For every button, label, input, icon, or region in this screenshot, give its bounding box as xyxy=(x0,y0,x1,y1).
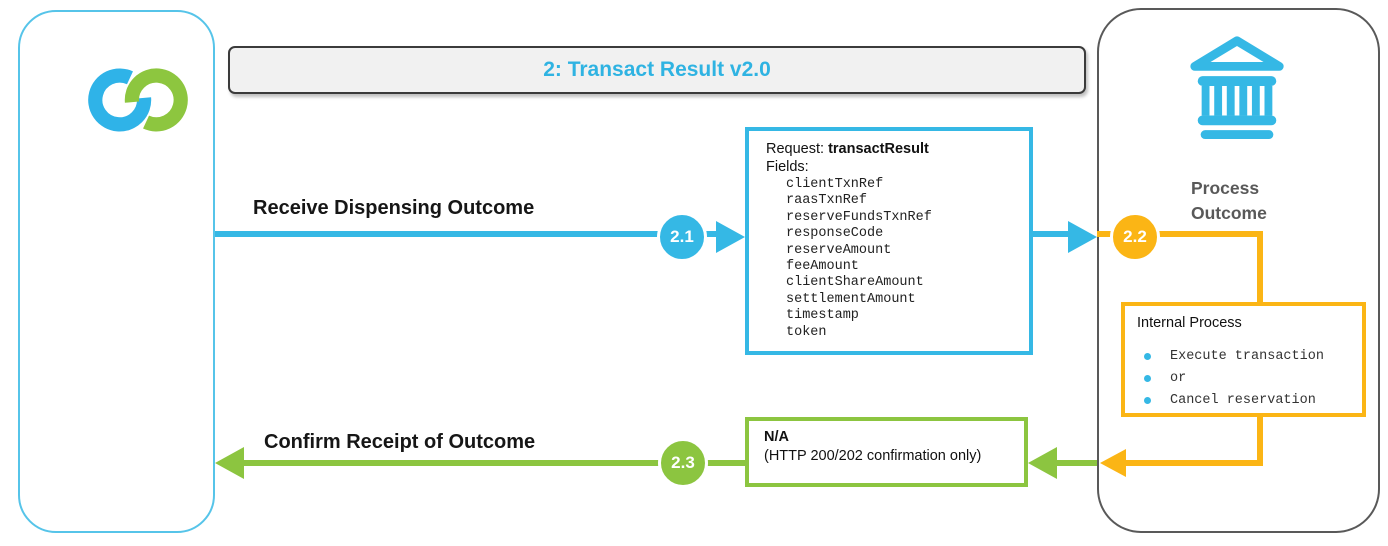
step-badge-2-3: 2.3 xyxy=(658,438,708,488)
fields-list: clientTxnRef raasTxnRef reserveFundsTxnR… xyxy=(766,177,1019,341)
internal-process-box: Internal Process Execute transaction or … xyxy=(1121,302,1366,417)
list-item: Cancel reservation xyxy=(1137,389,1362,411)
bullet-icon xyxy=(1144,396,1151,404)
list-item: or xyxy=(1137,367,1362,389)
request-to-bank-line xyxy=(1033,231,1071,237)
flow-title-banner: 2: Transact Result v2.0 xyxy=(228,46,1086,94)
flow-title: 2: Transact Result v2.0 xyxy=(543,58,771,81)
interlocked-rings-logo-icon xyxy=(88,68,188,132)
process-outcome-line-h1 xyxy=(1097,231,1263,237)
request-title-prefix: Request: xyxy=(766,141,829,157)
receive-outcome-line xyxy=(215,231,720,237)
bank-icon xyxy=(1190,36,1284,140)
internal-process-title: Internal Process xyxy=(1137,315,1242,331)
process-outcome-line-h2 xyxy=(1122,460,1263,466)
step-badge-2-1: 2.1 xyxy=(657,212,707,262)
field-item: feeAmount xyxy=(786,259,859,275)
confirm-receipt-line xyxy=(240,460,745,466)
bullet-icon xyxy=(1144,374,1151,382)
client-panel xyxy=(18,10,215,533)
bank-process-label: Process Outcome xyxy=(1191,178,1267,223)
bank-to-response-line xyxy=(1052,460,1097,466)
response-title: N/A xyxy=(764,429,789,445)
process-outcome-line-v1 xyxy=(1257,234,1263,305)
request-method: transactResult xyxy=(828,141,929,157)
bank-to-response-arrowhead-icon xyxy=(1028,447,1057,479)
process-outcome-line-v2 xyxy=(1257,414,1263,466)
fields-label: Fields: xyxy=(766,159,809,175)
field-item: clientShareAmount xyxy=(786,275,924,291)
internal-process-list: Execute transaction or Cancel reservatio… xyxy=(1137,345,1362,411)
request-to-bank-arrowhead-icon xyxy=(1068,221,1097,253)
list-item: Execute transaction xyxy=(1137,345,1362,367)
process-outcome-arrowhead-icon xyxy=(1100,449,1126,477)
bank-panel xyxy=(1097,8,1380,533)
response-box: N/A (HTTP 200/202 confirmation only) xyxy=(745,417,1028,487)
confirm-receipt-arrowhead-icon xyxy=(215,447,244,479)
field-item: responseCode xyxy=(786,226,884,242)
field-item: timestamp xyxy=(786,308,859,324)
field-item: settlementAmount xyxy=(786,291,916,307)
field-item: raasTxnRef xyxy=(786,193,868,209)
field-item: token xyxy=(786,324,827,340)
receive-outcome-arrowhead-icon xyxy=(716,221,745,253)
request-title: Request: transactResult xyxy=(766,140,1019,158)
request-box: Request: transactResult Fields: clientTx… xyxy=(745,127,1033,355)
bullet-icon xyxy=(1144,352,1151,360)
response-subtitle: (HTTP 200/202 confirmation only) xyxy=(764,448,982,464)
field-item: reserveAmount xyxy=(786,242,892,258)
step-badge-2-2: 2.2 xyxy=(1110,212,1160,262)
field-item: clientTxnRef xyxy=(786,177,884,192)
receive-outcome-label: Receive Dispensing Outcome xyxy=(253,197,535,219)
field-item: reserveFundsTxnRef xyxy=(786,209,932,225)
confirm-receipt-label: Confirm Receipt of Outcome xyxy=(264,431,536,453)
